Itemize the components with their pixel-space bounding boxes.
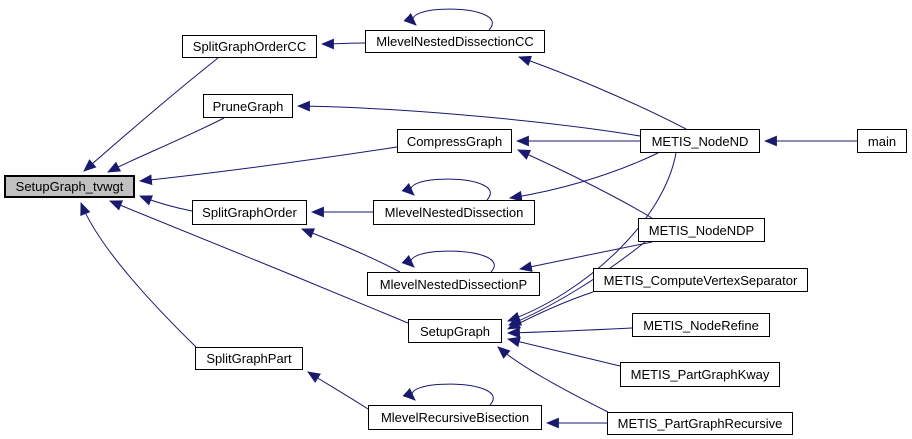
node-setup-graph[interactable]: SetupGraph: [408, 319, 502, 343]
node-setup-graph-tvwgt: SetupGraph_tvwgt: [4, 175, 135, 198]
edge-metis-node-nd--mlevel-nested-dissection: [508, 152, 659, 202]
edge-mlevel-recursive-bisection--mlevel-recursive-bisection: [402, 383, 494, 406]
edge-setup-graph--setup-graph-tvwgt: [108, 200, 409, 324]
edge-mlevel-nested-dissection-cc--mlevel-nested-dissection-cc: [403, 8, 493, 31]
node-metis-node-refine[interactable]: METIS_NodeRefine: [632, 313, 770, 337]
edge-metis-node-refine--setup-graph: [506, 327, 633, 339]
edge-split-graph-order--setup-graph-tvwgt: [138, 195, 193, 212]
edge-metis-node-nd--prune-graph: [296, 100, 641, 137]
node-mlevel-recursive-bisection[interactable]: MlevelRecursiveBisection: [368, 405, 542, 430]
node-split-graph-order-cc[interactable]: SplitGraphOrderCC: [182, 35, 317, 58]
edge-compress-graph--setup-graph-tvwgt: [138, 146, 398, 186]
edge-metis-node-ndp--compress-graph: [517, 149, 653, 219]
node-metis-part-graph-kway[interactable]: METIS_PartGraphKway: [620, 362, 780, 387]
edge-mlevel-nested-dissection-p--split-graph-order: [300, 228, 401, 273]
node-main[interactable]: main: [857, 129, 907, 153]
edge-mlevel-nested-dissection-cc--split-graph-order-cc: [320, 38, 366, 50]
edge-mlevel-nested-dissection--mlevel-nested-dissection: [401, 178, 491, 201]
edge-split-graph-part--setup-graph-tvwgt: [80, 201, 197, 348]
edge-mlevel-recursive-bisection--split-graph-part: [307, 371, 369, 410]
edge-split-graph-order-cc--setup-graph-tvwgt: [83, 57, 219, 172]
node-split-graph-order[interactable]: SplitGraphOrder: [192, 200, 307, 225]
edge-prune-graph--setup-graph-tvwgt: [107, 117, 225, 173]
edge-metis-node-ndp--setup-graph: [507, 241, 646, 326]
node-metis-node-nd[interactable]: METIS_NodeND: [640, 129, 760, 153]
node-metis-part-graph-recursive[interactable]: METIS_PartGraphRecursive: [607, 412, 793, 435]
node-split-graph-part[interactable]: SplitGraphPart: [195, 347, 303, 370]
node-mlevel-nested-dissection-cc[interactable]: MlevelNestedDissectionCC: [365, 30, 545, 53]
node-compress-graph[interactable]: CompressGraph: [397, 129, 512, 153]
node-mlevel-nested-dissection-p[interactable]: MlevelNestedDissectionP: [367, 272, 540, 296]
edge-mlevel-nested-dissection-p--mlevel-nested-dissection-p: [401, 250, 495, 273]
node-metis-compute-vertex-separator[interactable]: METIS_ComputeVertexSeparator: [593, 268, 808, 292]
edge-metis-part-graph-kway--setup-graph: [506, 336, 621, 367]
node-prune-graph[interactable]: PruneGraph: [203, 94, 293, 118]
node-metis-node-ndp[interactable]: METIS_NodeNDP: [638, 218, 765, 242]
edge-metis-compute-vertex-separator--setup-graph: [507, 291, 594, 330]
edge-metis-node-nd--setup-graph: [506, 152, 677, 323]
edge-metis-part-graph-recursive--setup-graph: [497, 346, 609, 413]
edge-metis-node-nd--mlevel-nested-dissection-cc: [517, 55, 687, 130]
edge-metis-node-ndp--mlevel-nested-dissection-p: [518, 241, 653, 272]
node-mlevel-nested-dissection[interactable]: MlevelNestedDissection: [373, 200, 535, 225]
